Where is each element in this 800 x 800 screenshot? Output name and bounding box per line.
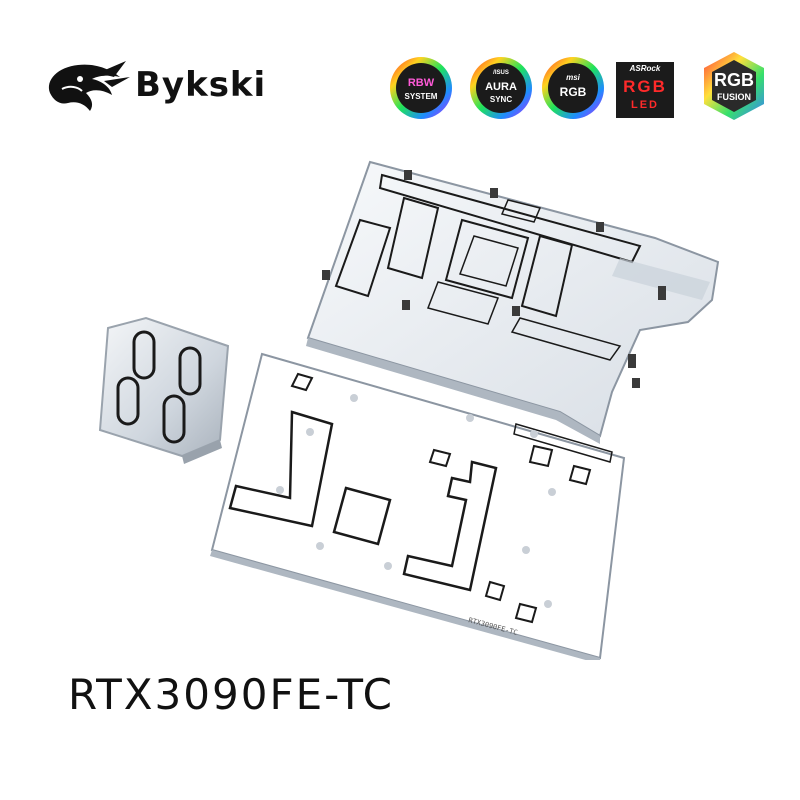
asrock-rgb-led-icon: [616, 62, 674, 118]
product-illustration: RTX3090FE-TC: [98, 160, 720, 664]
asus-label: /ISUS: [493, 70, 509, 76]
asrock-rgb-label: RGB: [623, 77, 667, 96]
backplate: RTX3090FE-TC: [210, 352, 626, 664]
asrock-label: ASRock: [629, 64, 661, 73]
rbw-system-label: SYSTEM: [404, 92, 438, 101]
fusion-rgb-label: RGB: [714, 70, 754, 90]
msi-label: msi: [566, 73, 580, 82]
sync-label: SYNC: [489, 95, 513, 104]
fusion-label: FUSION: [716, 92, 751, 102]
rainbow-ring-icon: [390, 57, 452, 119]
rgb-fusion-icon: [704, 52, 764, 120]
msi-rgb-badge: msi RGB: [540, 55, 606, 121]
rainbow-ring-icon: [470, 57, 532, 119]
model-name: RTX3090FE-TC: [68, 670, 394, 719]
terminal-bridge: [98, 316, 230, 464]
asrock-rgb-led-badge: ASRock RGB LED: [616, 62, 674, 118]
product-image: RTX3090FE-TC: [0, 140, 800, 664]
rbw-system-badge: RBW SYSTEM: [388, 55, 454, 121]
rbw-label: RBW: [407, 77, 435, 89]
rainbow-ring-icon: [542, 57, 604, 119]
brand-logo: Bykski: [40, 55, 300, 115]
rgb-fusion-badge: RGB FUSION: [698, 50, 770, 122]
aura-label: AURA: [485, 81, 517, 93]
brand-wordmark: Bykski: [135, 65, 267, 105]
msi-rgb-label: RGB: [559, 85, 587, 99]
gpu-water-block: [306, 160, 720, 444]
dragon-icon: [48, 61, 130, 111]
asrock-led-label: LED: [631, 99, 659, 111]
asus-aura-sync-badge: /ISUS AURA SYNC: [468, 55, 534, 121]
header: Bykski RBW SYSTEM /ISUS AURA: [0, 0, 800, 140]
